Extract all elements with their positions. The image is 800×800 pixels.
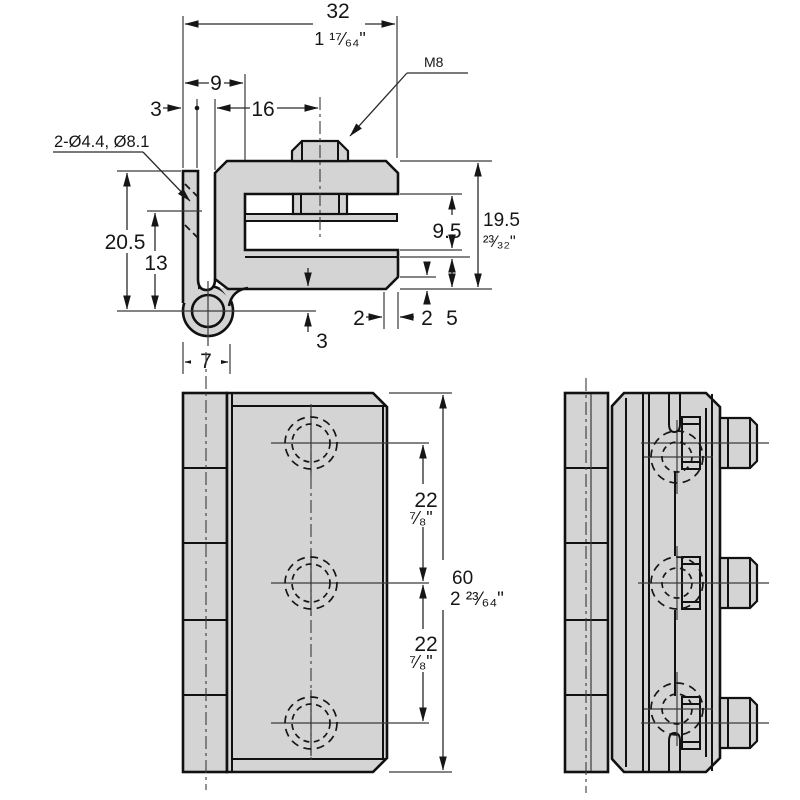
dim-78-upper: ⁷⁄₈" [409,508,432,528]
front-dimensions [389,392,452,773]
dim-22-upper: 22 [414,489,437,512]
side-view [563,378,769,793]
leaf-plate [183,171,198,303]
dim-stud-16: 16 [251,98,274,121]
label-holes: 2-Ø4.4, Ø8.1 [54,133,149,151]
dim-chamfer-2h: 2 [353,307,365,330]
dim-9-5: 9.5 [432,220,461,243]
dim-lip-5: 5 [446,307,458,330]
front-view: 22 ⁷⁄₈" 22 ⁷⁄₈" 60 2 ²³⁄₆₄" [181,352,504,790]
dim-offset-9: 9 [210,72,222,95]
profile-view: 32 1 ¹⁷⁄₆₄" 9 3 16 M8 2-Ø4.4, Ø8.1 20.5 … [53,0,520,374]
bracket-body [213,159,400,291]
dim-lip-3: 3 [316,330,328,353]
bolt-bottom [641,672,769,750]
hole-top [271,410,429,476]
bolt-top [641,416,769,494]
dim-width-mm: 32 [326,0,349,23]
dim-width-in: 1 ¹⁷⁄₆₄" [314,29,366,49]
dim-19-5-in: ²³⁄₃₂" [483,233,516,251]
dim-20-5: 20.5 [105,231,146,254]
dim-chamfer-2v: 2 [421,307,433,330]
m8-leader [349,72,468,137]
profile-labels: 32 1 ¹⁷⁄₆₄" 9 3 16 M8 2-Ø4.4, Ø8.1 20.5 … [54,0,520,373]
hole-middle [271,550,429,616]
dim-13: 13 [144,252,167,275]
dim-19-5-mm: 19.5 [483,210,520,231]
bolt-middle [638,546,769,620]
dim-22-lower: 22 [414,633,437,656]
dim-78-lower: ⁷⁄₈" [409,652,432,672]
label-m8: M8 [424,54,444,70]
dim-60-in: 2 ²³⁄₆₄" [450,589,504,610]
barrel [181,391,229,774]
front-labels: 22 ⁷⁄₈" 22 ⁷⁄₈" 60 2 ²³⁄₆₄" [409,489,504,672]
dim-60-mm: 60 [452,568,473,589]
profile-dimensions [53,16,492,374]
hole-bottom [271,690,429,756]
dim-leaf-3: 3 [150,98,162,121]
holes-leader [53,151,191,202]
